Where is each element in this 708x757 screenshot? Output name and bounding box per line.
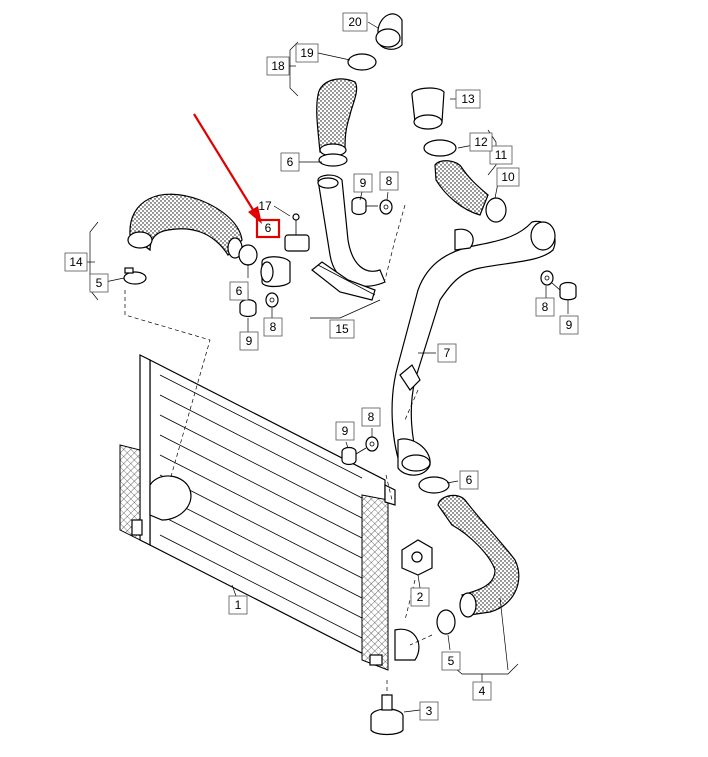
svg-text:2: 2 — [417, 590, 424, 604]
callout-10: 10 — [496, 167, 520, 187]
callout-5-right: 5 — [441, 651, 461, 671]
pipe-20 — [375, 13, 403, 50]
callout-11: 11 — [489, 145, 513, 165]
svg-text:12: 12 — [474, 135, 488, 149]
svg-text:17: 17 — [258, 199, 272, 213]
callout-labels: 1 2 3 4 5 5 6 6 6 6 7 8 8 8 8 9 9 9 9 10… — [64, 12, 579, 721]
callout-6-left: 6 — [229, 281, 249, 301]
callout-15: 15 — [329, 319, 355, 339]
callout-8-center-left: 8 — [263, 317, 283, 337]
callout-9-upper: 9 — [353, 173, 373, 193]
callout-19: 19 — [295, 43, 319, 63]
hose-14 — [127, 193, 243, 259]
svg-text:14: 14 — [69, 255, 83, 269]
callout-3: 3 — [419, 701, 439, 721]
svg-text:6: 6 — [236, 284, 243, 298]
svg-text:1: 1 — [235, 598, 242, 612]
bolt-9-lower — [341, 446, 367, 466]
svg-text:5: 5 — [96, 276, 103, 290]
pipe-15 — [311, 174, 386, 301]
svg-text:10: 10 — [501, 170, 515, 184]
washer-8-upper — [379, 199, 393, 215]
svg-text:4: 4 — [479, 684, 486, 698]
callout-13: 13 — [455, 89, 481, 109]
callout-4: 4 — [472, 681, 492, 701]
svg-text:6: 6 — [466, 473, 473, 487]
svg-text:7: 7 — [444, 346, 451, 360]
callout-9-lower: 9 — [335, 421, 355, 441]
clamp-6-right — [418, 476, 450, 494]
svg-text:8: 8 — [542, 300, 549, 314]
clamp-10 — [485, 197, 507, 223]
hose-18 — [316, 78, 358, 157]
washer-8-right — [540, 270, 554, 286]
callout-5-left: 5 — [89, 273, 109, 293]
callout-6-top: 6 — [280, 152, 300, 172]
svg-text:5: 5 — [448, 654, 455, 668]
callout-2: 2 — [410, 587, 430, 607]
callout-6-right: 6 — [459, 470, 479, 490]
highlight-box — [255, 218, 281, 239]
svg-text:9: 9 — [360, 176, 367, 190]
svg-text:9: 9 — [342, 424, 349, 438]
clamp-12 — [423, 139, 457, 157]
intercooler — [119, 354, 420, 671]
svg-text:6: 6 — [265, 221, 272, 235]
svg-text:18: 18 — [271, 59, 285, 73]
callout-12: 12 — [469, 132, 493, 152]
washer-8-center-left — [265, 292, 279, 308]
callout-18: 18 — [266, 56, 290, 76]
coupling-center — [260, 256, 291, 288]
callout-20: 20 — [342, 12, 368, 32]
bolt-9-right — [551, 281, 577, 301]
svg-text:8: 8 — [270, 320, 277, 334]
assembly-lines — [124, 204, 433, 695]
bracket-2 — [401, 539, 433, 576]
svg-text:11: 11 — [495, 148, 508, 162]
clamp-6-left — [238, 244, 258, 266]
clamp-19 — [347, 53, 377, 71]
callout-8-lower: 8 — [361, 407, 381, 427]
svg-text:8: 8 — [368, 410, 375, 424]
callout-1: 1 — [228, 595, 248, 615]
callout-7: 7 — [437, 343, 457, 363]
clamp-5-left — [123, 267, 147, 285]
svg-text:15: 15 — [335, 322, 349, 336]
cap-3 — [370, 694, 404, 736]
callout-8-right: 8 — [535, 297, 555, 317]
clamp-5-right — [436, 609, 456, 635]
svg-text:3: 3 — [426, 704, 433, 718]
pipe-13 — [411, 87, 445, 130]
callout-6-highlighted: 6 — [265, 221, 272, 235]
clamp-6-top — [318, 153, 348, 167]
svg-text:19: 19 — [300, 46, 314, 60]
callout-17: 17 — [258, 199, 272, 213]
pipe-7 — [391, 220, 556, 476]
svg-text:6: 6 — [287, 155, 294, 169]
svg-text:9: 9 — [246, 334, 253, 348]
callout-8-upper: 8 — [379, 171, 399, 191]
washer-8-lower — [365, 436, 379, 452]
callout-9-right: 9 — [559, 315, 579, 335]
sensor-17 — [284, 213, 310, 252]
svg-text:8: 8 — [386, 174, 393, 188]
svg-text:13: 13 — [461, 92, 475, 106]
hose-4 — [437, 494, 520, 618]
svg-text:20: 20 — [348, 15, 362, 29]
svg-text:9: 9 — [566, 318, 573, 332]
bolt-9-upper — [351, 196, 378, 216]
callout-9-center-left: 9 — [239, 331, 259, 351]
callout-14: 14 — [64, 252, 88, 272]
hose-11 — [434, 160, 489, 216]
